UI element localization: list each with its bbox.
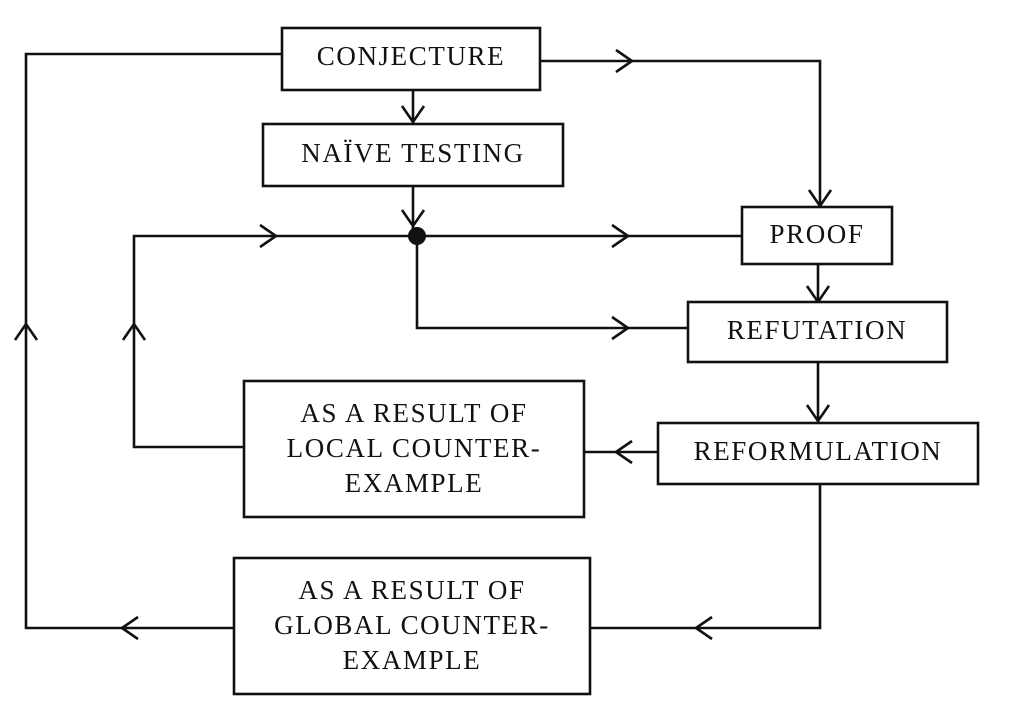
junction-to-refutation-line [415, 236, 688, 330]
node-conjecture-label: CONJECTURE [317, 41, 506, 71]
node-global-counterexample: AS A RESULT OF GLOBAL COUNTER- EXAMPLE [232, 556, 592, 696]
node-proof-label: PROOF [769, 219, 864, 249]
global-line-1: AS A RESULT OF [298, 575, 525, 605]
outer-loop-line [24, 52, 282, 630]
arrow-down-icon [400, 105, 426, 125]
node-local-counterexample: AS A RESULT OF LOCAL COUNTER- EXAMPLE [242, 379, 586, 519]
global-line-2: GLOBAL COUNTER- [274, 610, 550, 640]
node-naive-testing-label: NAÏVE TESTING [301, 138, 525, 168]
inner-loop-line [132, 234, 742, 449]
arrow-left-icon [613, 439, 633, 465]
global-line-3: EXAMPLE [343, 645, 482, 675]
arrow-right-icon [611, 315, 631, 341]
junction-dot [408, 227, 426, 245]
node-refutation-label: REFUTATION [727, 315, 907, 345]
arrow-right-icon [259, 223, 279, 249]
local-line-1: AS A RESULT OF [300, 398, 527, 428]
arrow-up-icon [13, 321, 39, 341]
node-naive-testing: NAÏVE TESTING [261, 122, 565, 188]
node-refutation: REFUTATION [686, 300, 949, 364]
arrow-left-icon [693, 615, 713, 641]
arrow-down-icon [805, 404, 831, 424]
node-conjecture: CONJECTURE [280, 26, 542, 92]
conjecture-to-proof-line [540, 59, 822, 205]
local-line-3: EXAMPLE [345, 468, 484, 498]
arrow-left-icon [119, 615, 139, 641]
arrow-up-icon [121, 321, 147, 341]
node-proof: PROOF [740, 205, 894, 266]
node-reformulation-label: REFORMULATION [694, 436, 943, 466]
reformulation-to-global-line [590, 484, 822, 630]
arrow-right-icon [611, 223, 631, 249]
node-reformulation: REFORMULATION [656, 421, 980, 486]
local-line-2: LOCAL COUNTER- [287, 433, 542, 463]
arrow-right-icon [615, 48, 635, 74]
arrow-down-icon [400, 209, 426, 229]
